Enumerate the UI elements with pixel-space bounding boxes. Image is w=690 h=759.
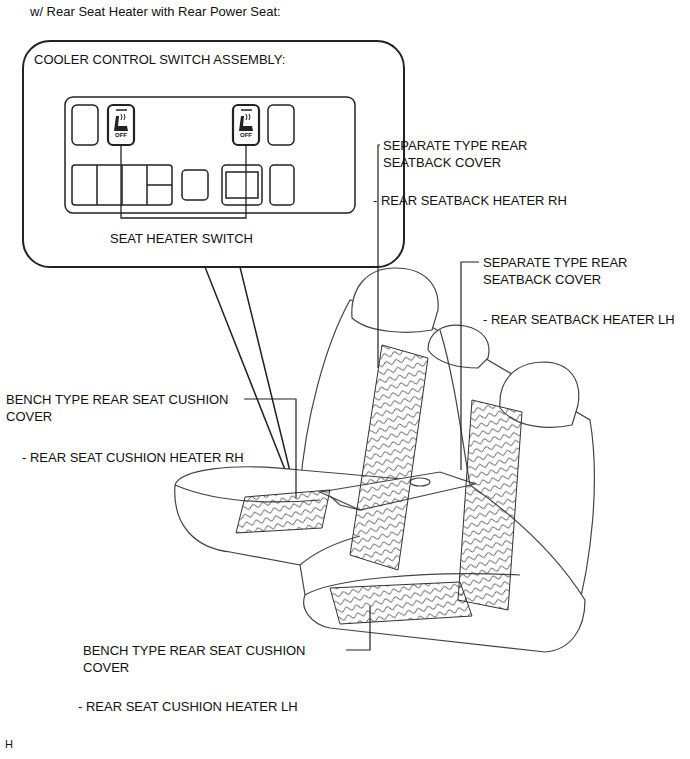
panel-title: COOLER CONTROL SWITCH ASSEMBLY: <box>34 51 285 68</box>
part-name: - REAR SEATBACK HEATER LH <box>483 311 675 328</box>
part-name: BENCH TYPE REAR SEAT CUSHION COVER <box>83 642 319 676</box>
part-name: - REAR SEAT CUSHION HEATER LH <box>78 698 298 715</box>
callout-panel: COOLER CONTROL SWITCH ASSEMBLY: SEAT HEAT… <box>22 40 405 268</box>
leader-line <box>244 145 479 650</box>
heater-element <box>236 345 522 624</box>
switch-label: SEAT HEATER SWITCH <box>110 230 253 247</box>
callout-pointer <box>205 267 297 500</box>
part-name: BENCH TYPE REAR SEAT CUSHION COVER <box>6 391 242 425</box>
figure-id: H <box>5 738 13 750</box>
part-name: SEPARATE TYPE REAR SEATBACK COVER <box>483 254 661 288</box>
seat-heater-icon <box>114 114 253 131</box>
diagram-title: w/ Rear Seat Heater with Rear Power Seat… <box>30 5 281 19</box>
part-name: SEPARATE TYPE REAR SEATBACK COVER <box>383 137 561 171</box>
switch-text: OFF <box>240 132 252 139</box>
part-name: - REAR SEATBACK HEATER RH <box>373 192 567 209</box>
switch-panel <box>65 97 355 213</box>
switch-text: OFF <box>115 132 127 139</box>
part-name: - REAR SEAT CUSHION HEATER RH <box>22 449 244 466</box>
leader-line <box>121 146 246 218</box>
